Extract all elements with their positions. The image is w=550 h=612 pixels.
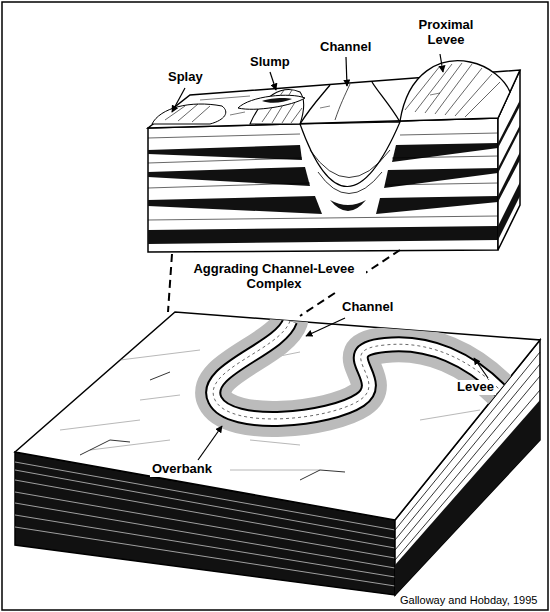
- upper-block: [148, 61, 520, 252]
- feature-label: Proximal Levee: [410, 18, 482, 48]
- feature-label: Splay: [166, 70, 205, 85]
- feature-label: Channel: [340, 300, 395, 315]
- figure-label: Aggrading Channel-Levee Complex: [182, 262, 366, 292]
- feature-label: Overbank: [150, 462, 214, 477]
- feature-label: Channel: [318, 40, 373, 55]
- lower-block: [15, 312, 540, 595]
- feature-label: Slump: [248, 55, 292, 70]
- zoom-line: [168, 250, 400, 316]
- feature-label: Levee: [455, 380, 496, 395]
- citation: Galloway and Hobday, 1995: [398, 594, 539, 607]
- leader-line: [172, 54, 488, 460]
